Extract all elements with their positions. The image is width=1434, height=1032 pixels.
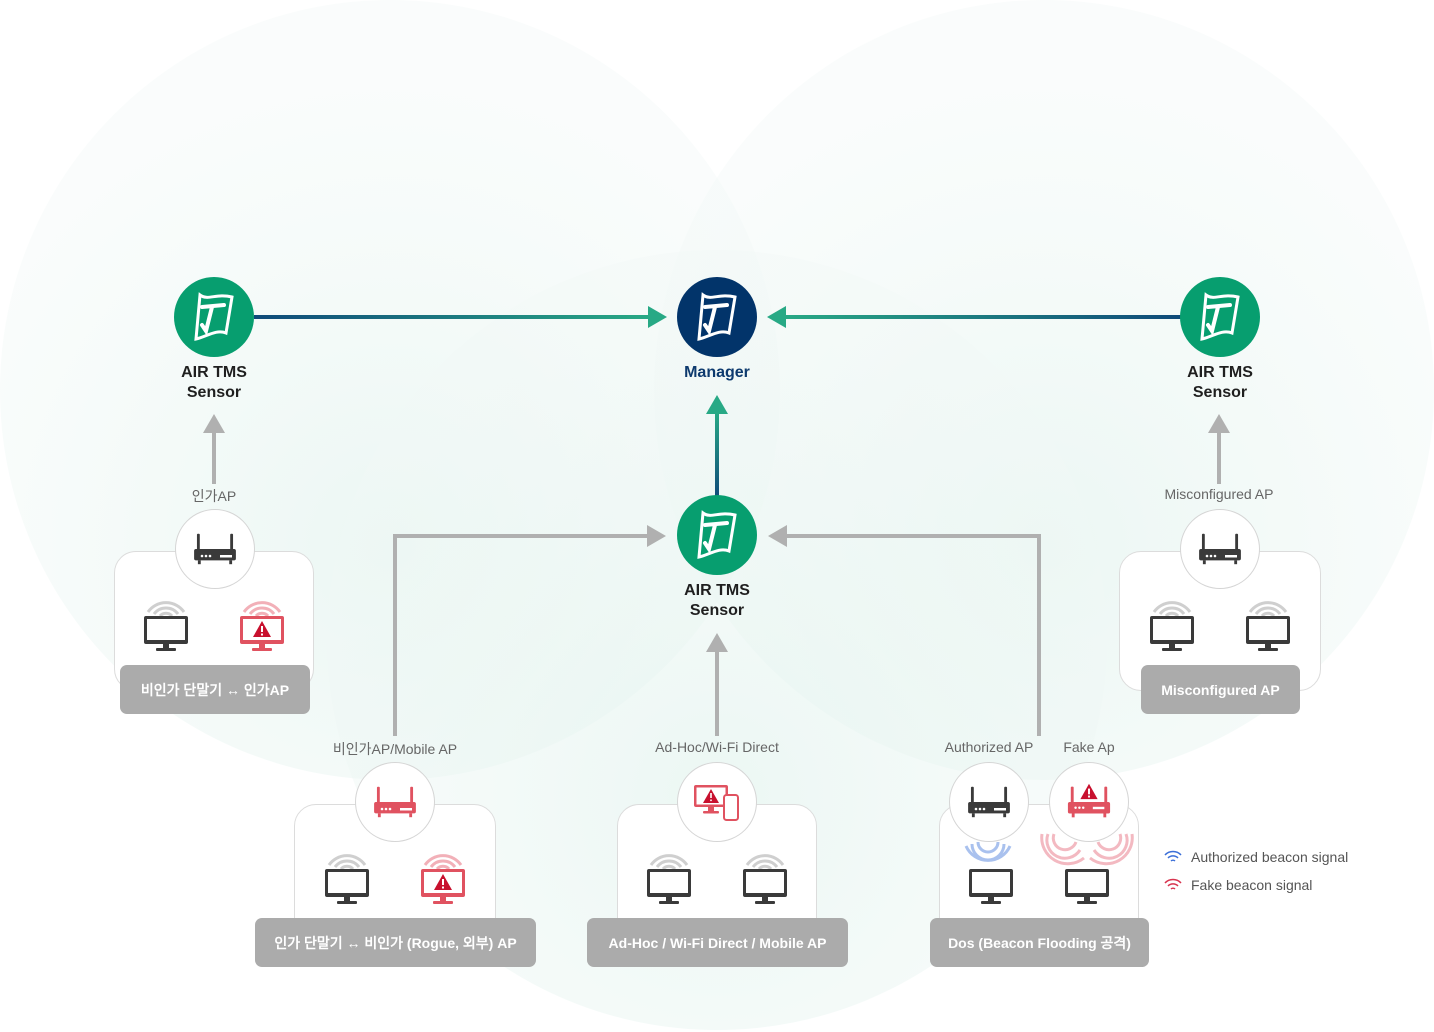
legend-label: Authorized beacon signal bbox=[1191, 849, 1349, 865]
normal-monitor-icon bbox=[1063, 867, 1111, 912]
alert-monitor-phone-icon bbox=[677, 762, 757, 842]
fake-beacon-waves-icon bbox=[1040, 830, 1134, 871]
fake-wifi-icon bbox=[1164, 878, 1182, 890]
fake-router-icon bbox=[1049, 762, 1129, 842]
manager-logo-icon bbox=[677, 277, 757, 357]
normal-monitor-icon bbox=[967, 867, 1015, 912]
scenario-caption: 비인가 단말기 ↔ 인가AP bbox=[120, 665, 310, 714]
scenario-caption: 인가 단말기 ↔ 비인가 (Rogue, 외부) AP bbox=[255, 918, 536, 967]
air-tms-sensor-right[interactable]: AIR TMS Sensor bbox=[1140, 277, 1300, 403]
scenario-caption: Ad-Hoc / Wi-Fi Direct / Mobile AP bbox=[587, 918, 848, 967]
rogue-router-icon bbox=[355, 762, 435, 842]
sensor-label: AIR TMS Sensor bbox=[181, 364, 247, 401]
sensor-logo-icon bbox=[174, 277, 254, 357]
scenario-caption: Dos (Beacon Flooding 공격) bbox=[930, 918, 1149, 967]
normal-monitor-icon bbox=[645, 867, 693, 912]
legend-label: Fake beacon signal bbox=[1191, 877, 1313, 893]
normal-monitor-icon bbox=[1148, 614, 1196, 659]
alert-monitor-icon bbox=[238, 614, 286, 659]
manager-node[interactable]: Manager bbox=[637, 277, 797, 383]
sensor-logo-icon bbox=[677, 495, 757, 575]
flow-label-unauth-mobile-ap: 비인가AP/Mobile AP bbox=[332, 741, 458, 757]
air-tms-sensor-left[interactable]: AIR TMS Sensor bbox=[134, 277, 294, 403]
normal-monitor-icon bbox=[142, 614, 190, 659]
normal-monitor-icon bbox=[323, 867, 371, 912]
sensor-label: AIR TMS Sensor bbox=[684, 582, 750, 619]
authorized-wifi-icon bbox=[1164, 850, 1182, 862]
legend-item-fake: Fake beacon signal bbox=[1163, 871, 1348, 899]
flow-label-authorized-ap: 인가AP bbox=[191, 488, 237, 504]
sensor-label: AIR TMS Sensor bbox=[1187, 364, 1253, 401]
flow-label-adhoc: Ad-Hoc/Wi-Fi Direct bbox=[655, 739, 779, 755]
scenario-caption: Misconfigured AP bbox=[1141, 665, 1300, 714]
authorized-beacon-waves-icon bbox=[962, 838, 1014, 873]
normal-monitor-icon bbox=[1244, 614, 1292, 659]
legend: Authorized beacon signal Fake beacon sig… bbox=[1163, 843, 1348, 899]
normal-monitor-icon bbox=[741, 867, 789, 912]
flow-label-dos-authorized-ap: Authorized AP bbox=[944, 739, 1034, 755]
sensor-logo-icon bbox=[1180, 277, 1260, 357]
air-tms-sensor-center[interactable]: AIR TMS Sensor bbox=[637, 495, 797, 621]
flow-label-dos-fake-ap: Fake Ap bbox=[1063, 739, 1115, 755]
authorized-router-icon bbox=[1180, 509, 1260, 589]
legend-item-authorized: Authorized beacon signal bbox=[1163, 843, 1348, 871]
authorized-router-icon bbox=[949, 762, 1029, 842]
flow-label-misconfigured-ap: Misconfigured AP bbox=[1164, 486, 1274, 502]
alert-monitor-icon bbox=[419, 867, 467, 912]
authorized-router-icon bbox=[175, 509, 255, 589]
manager-label: Manager bbox=[684, 364, 750, 381]
